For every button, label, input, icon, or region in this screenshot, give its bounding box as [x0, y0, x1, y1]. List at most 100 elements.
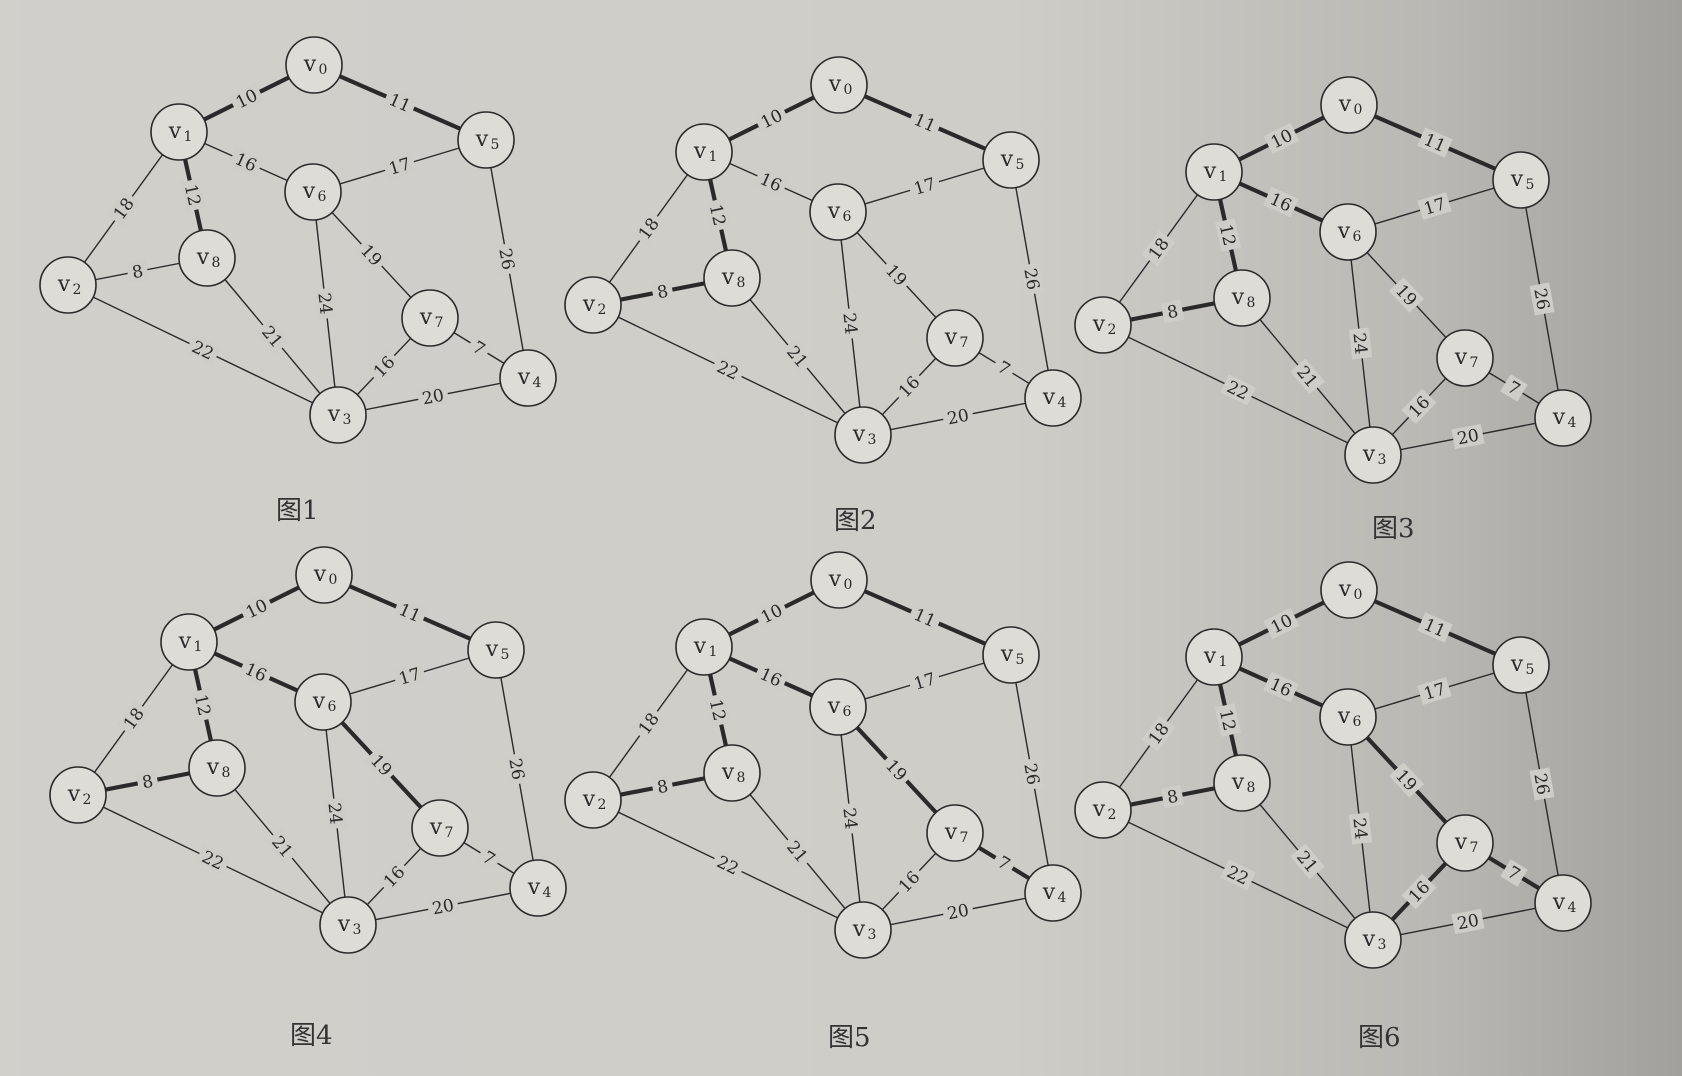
- edge-label-backdrop: [106, 190, 141, 227]
- edge-weight-v5-v4: 26: [1019, 267, 1042, 292]
- edge-label-backdrop: [475, 844, 503, 872]
- node-subscript: 8: [212, 255, 221, 271]
- edge-label-backdrop: [650, 774, 675, 799]
- node-label: v: [1337, 219, 1351, 244]
- edge-label-backdrop: [878, 752, 915, 788]
- edge-label-backdrop: [1263, 607, 1300, 640]
- node-subscript: 7: [1470, 355, 1479, 371]
- edge-label-backdrop: [1141, 230, 1176, 267]
- edge-label-backdrop: [1348, 327, 1373, 360]
- node-circle: [926, 804, 984, 862]
- edge-label-backdrop: [907, 172, 942, 200]
- figure-caption-1: 图1: [276, 496, 319, 526]
- node-label: v: [303, 52, 317, 77]
- node-label: v: [1042, 385, 1056, 410]
- node-label: v: [475, 127, 489, 152]
- edge-label-backdrop: [907, 602, 943, 633]
- edge-label-backdrop: [416, 383, 450, 410]
- edge-label-backdrop: [710, 354, 746, 386]
- node-subscript: 2: [1108, 322, 1117, 338]
- edge-label-backdrop: [753, 597, 790, 630]
- node-label: v: [852, 917, 866, 942]
- edge-weight-v2-v8: 8: [1165, 302, 1179, 324]
- node-circle: [39, 256, 97, 314]
- node-circle: [564, 276, 622, 334]
- node-subscript: 6: [843, 704, 852, 720]
- edge-label-backdrop: [382, 152, 417, 180]
- edge-label-backdrop: [1500, 859, 1528, 887]
- node-subscript: 5: [1526, 177, 1535, 193]
- node-subscript: 3: [1378, 937, 1387, 953]
- edge-label-backdrop: [780, 833, 815, 870]
- node-circle: [285, 36, 343, 94]
- node-label: v: [1338, 92, 1352, 117]
- node-label: v: [302, 179, 316, 204]
- edge-label-backdrop: [1263, 186, 1299, 218]
- edge-weight-v2-v8: 8: [1165, 787, 1179, 809]
- node-circle: [309, 386, 367, 444]
- node-circle: [1436, 814, 1494, 872]
- node-subscript: 8: [222, 765, 231, 781]
- edge-label-backdrop: [631, 705, 666, 742]
- node-label: v: [485, 637, 499, 662]
- edge-label-backdrop: [1451, 423, 1485, 450]
- node-circle: [1074, 296, 1132, 354]
- node-circle: [1344, 911, 1402, 969]
- node-subscript: 1: [1219, 654, 1228, 670]
- node-subscript: 8: [737, 770, 746, 786]
- node-label: v: [1231, 285, 1245, 310]
- node-circle: [1320, 561, 1378, 619]
- edge-label-backdrop: [941, 898, 975, 925]
- edge-label-backdrop: [494, 242, 520, 276]
- node-circle: [810, 551, 868, 609]
- node-circle: [982, 131, 1040, 189]
- node-circle: [834, 406, 892, 464]
- edge-label-backdrop: [363, 747, 400, 783]
- edge-weight-v3-v4: 20: [421, 386, 446, 410]
- node-circle: [564, 771, 622, 829]
- edge-label-backdrop: [1141, 715, 1176, 752]
- node-label: v: [721, 760, 735, 785]
- node-label: v: [67, 782, 81, 807]
- node-subscript: 5: [1526, 662, 1535, 678]
- edge-label-backdrop: [990, 354, 1018, 382]
- node-circle: [1319, 688, 1377, 746]
- figure-caption-6: 图6: [1358, 1023, 1401, 1053]
- edge-label-backdrop: [650, 279, 675, 304]
- node-circle: [703, 744, 761, 802]
- node-label: v: [827, 694, 841, 719]
- edge-label-backdrop: [392, 662, 427, 690]
- node-subscript: 7: [960, 335, 969, 351]
- node-subscript: 2: [598, 797, 607, 813]
- node-label: v: [168, 119, 182, 144]
- edge-label-backdrop: [426, 893, 460, 920]
- edge-weight-v5-v4: 26: [1529, 287, 1552, 312]
- node-subscript: 2: [73, 282, 82, 298]
- edge-label-backdrop: [238, 656, 274, 688]
- edge-label-backdrop: [990, 849, 1018, 877]
- edge-label-backdrop: [753, 166, 789, 198]
- node-label: v: [1510, 167, 1524, 192]
- edge-label-backdrop: [1214, 218, 1242, 252]
- edge-weight-v1-v8: 12: [190, 692, 214, 717]
